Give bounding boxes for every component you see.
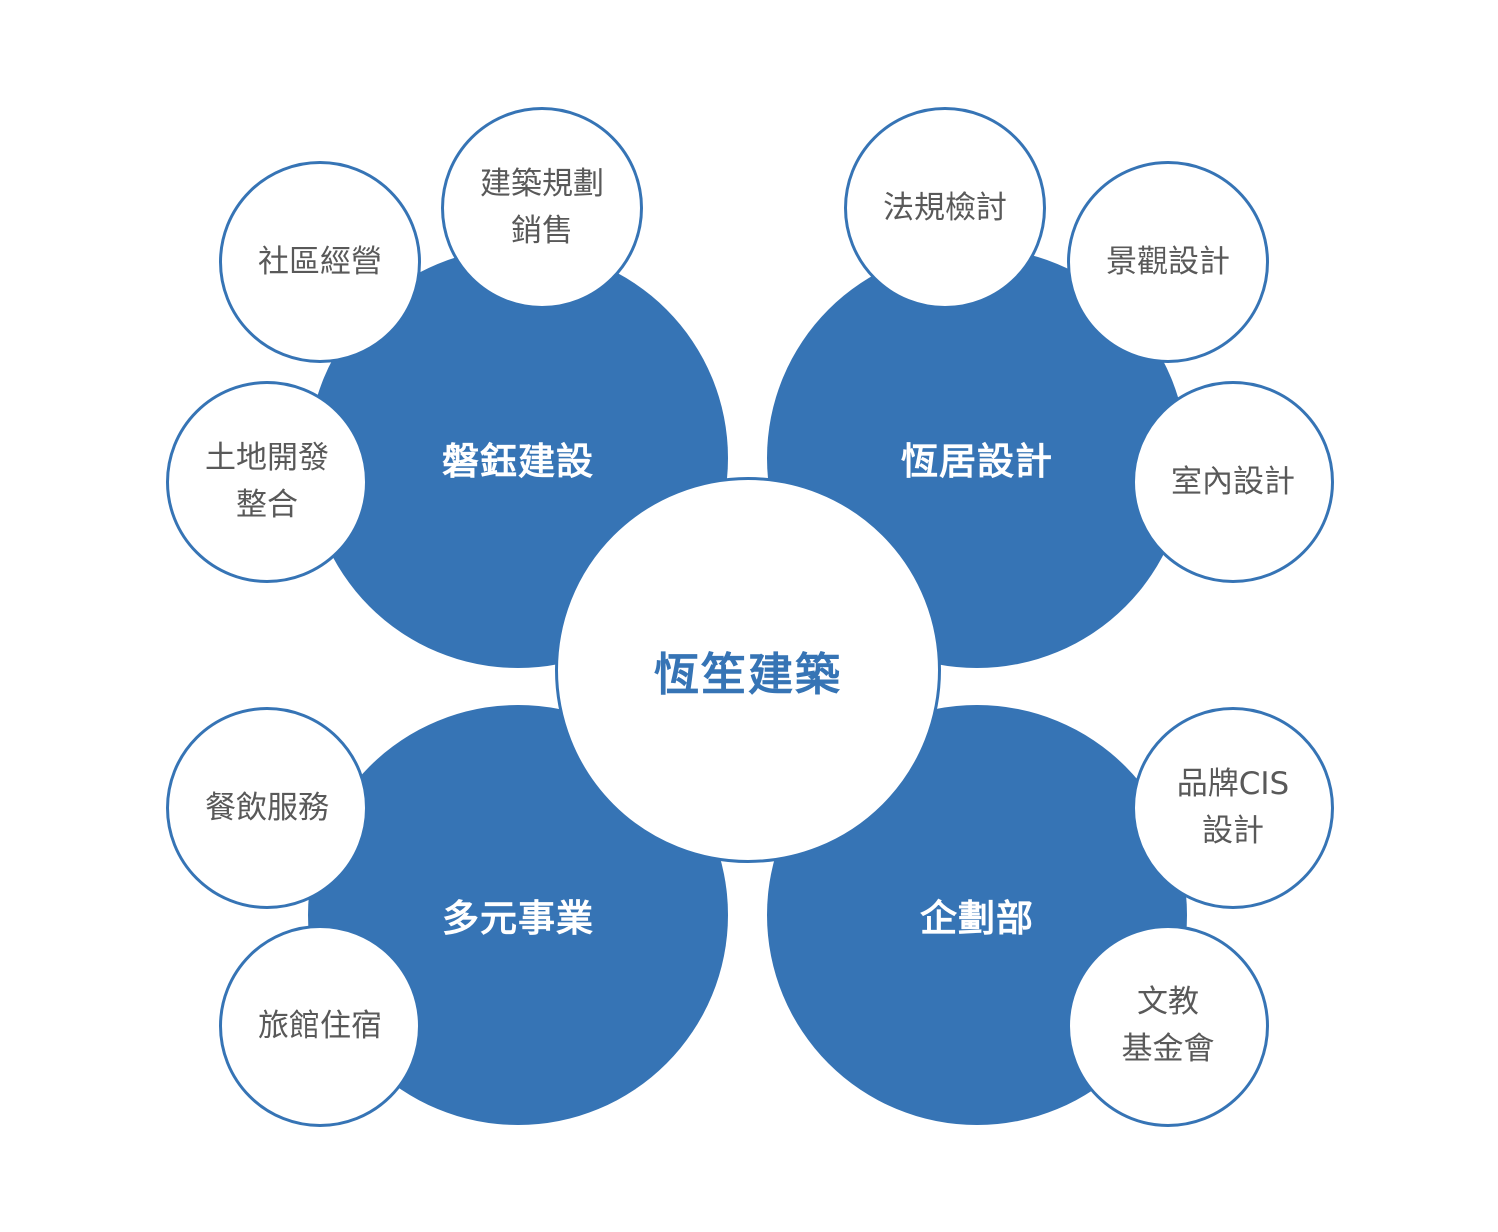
- item-label: 法規檢討: [883, 189, 1007, 226]
- item-label: 旅館住宿: [258, 1007, 382, 1044]
- item-label: 景觀設計: [1106, 243, 1230, 280]
- item-label: 建築規劃 銷售: [480, 166, 604, 249]
- item-landscape-design: 景觀設計: [1067, 161, 1269, 363]
- item-community-management: 社區經營: [219, 161, 421, 363]
- item-label: 土地開發 整合: [205, 440, 329, 523]
- center-label: 恆笙建築: [653, 647, 842, 701]
- item-planning-sales: 建築規劃 銷售: [441, 107, 643, 309]
- division-label: 多元事業: [442, 897, 594, 940]
- item-label: 餐飲服務: [205, 789, 329, 826]
- item-label: 社區經營: [258, 243, 382, 280]
- item-label: 室內設計: [1171, 463, 1295, 500]
- item-regulation-review: 法規檢討: [844, 107, 1046, 309]
- division-label: 恆居設計: [901, 440, 1053, 483]
- item-hotel-lodging: 旅館住宿: [219, 925, 421, 1127]
- item-education-foundation: 文教 基金會: [1067, 925, 1269, 1127]
- center-company: 恆笙建築: [555, 477, 941, 863]
- division-label: 磐鈺建設: [442, 440, 594, 483]
- item-land-development: 土地開發 整合: [166, 381, 368, 583]
- item-brand-cis-design: 品牌CIS 設計: [1132, 707, 1334, 909]
- item-food-service: 餐飲服務: [166, 707, 368, 909]
- item-label: 文教 基金會: [1121, 984, 1215, 1067]
- item-interior-design: 室內設計: [1132, 381, 1334, 583]
- item-label: 品牌CIS 設計: [1176, 766, 1290, 849]
- division-label: 企劃部: [920, 897, 1034, 940]
